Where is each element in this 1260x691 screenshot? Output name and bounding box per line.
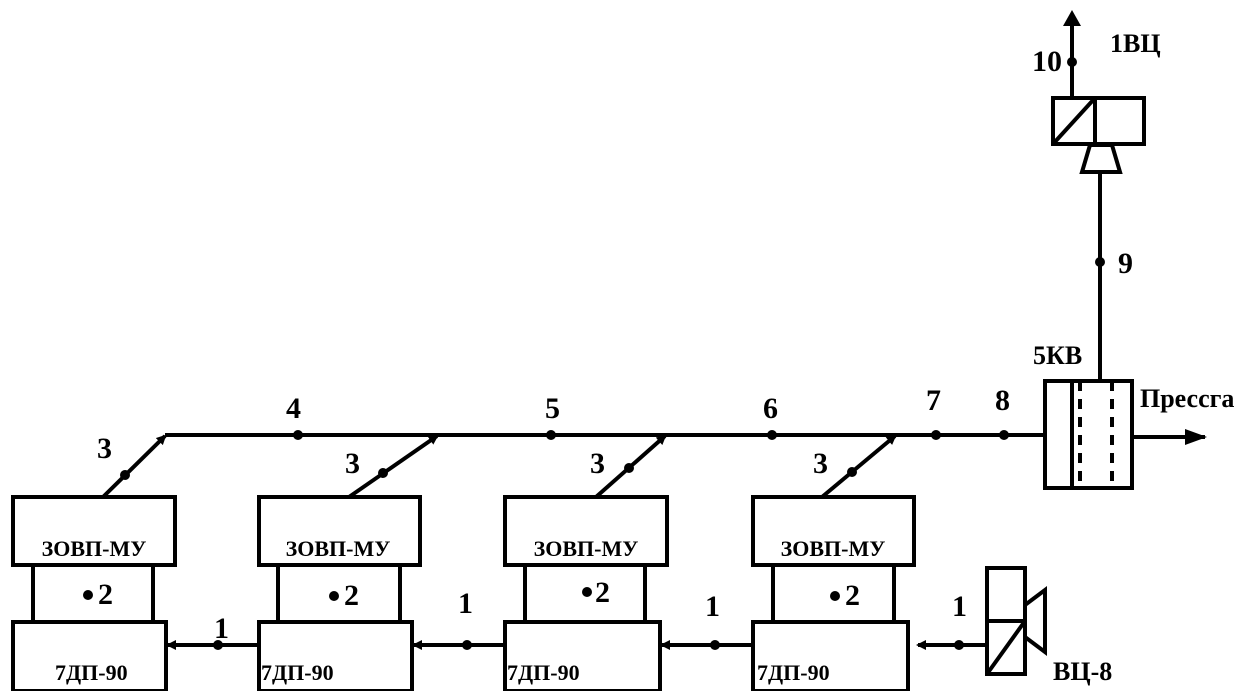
unit-3-mid-label: 2 bbox=[595, 576, 610, 609]
unit-3-input-label: 1 bbox=[705, 590, 720, 623]
collector-label-5: 5 bbox=[545, 392, 560, 425]
unit-4-outlet-point bbox=[847, 467, 857, 477]
collector-label-8: 8 bbox=[995, 384, 1010, 417]
unit-1 bbox=[11, 434, 177, 691]
collector-label-7: 7 bbox=[926, 384, 941, 417]
unit-2-input-label: 1 bbox=[458, 587, 473, 620]
collector-point-6 bbox=[767, 430, 777, 440]
unit-2-mid-label: 2 bbox=[344, 579, 359, 612]
unit-4-bottom-box bbox=[751, 620, 910, 691]
unit-4-outlet-label: 3 bbox=[813, 447, 828, 480]
unit-2-mid-point bbox=[329, 591, 339, 601]
unit-1-input-label: 1 bbox=[214, 612, 229, 645]
unit-1-bottom-label: 7ДП-90 bbox=[55, 660, 128, 685]
unit-4-outlet-arrow bbox=[820, 434, 897, 499]
cyclone-top-outlet-arrow bbox=[1063, 10, 1081, 26]
unit-4-mid-label: 2 bbox=[845, 579, 860, 612]
unit-2-outlet-point bbox=[378, 468, 388, 478]
outlet-point-10 bbox=[1067, 57, 1077, 67]
unit-2-outlet-label: 3 bbox=[345, 447, 360, 480]
unit-3 bbox=[503, 434, 669, 691]
cyclone-vc8 bbox=[985, 566, 1047, 676]
unit-3-top-label: ЗОВП-МУ bbox=[534, 536, 639, 561]
unit-3-input-point bbox=[710, 640, 720, 650]
cyclone-1vc bbox=[1051, 96, 1146, 174]
outlet-label: 10 bbox=[1032, 45, 1062, 78]
unit-3-bottom-box bbox=[503, 620, 662, 691]
collector-point-5 bbox=[546, 430, 556, 440]
collector-point-4 bbox=[293, 430, 303, 440]
vc8-input-label: 1 bbox=[952, 590, 967, 623]
collector-label-6: 6 bbox=[763, 392, 778, 425]
press-output-label: Прессга bbox=[1140, 384, 1234, 413]
cyclone-bottom-fan-icon bbox=[1023, 586, 1047, 656]
unit-4 bbox=[751, 434, 916, 691]
unit-3-bottom-label: 7ДП-90 bbox=[507, 660, 580, 685]
unit-3-outlet-label: 3 bbox=[590, 447, 605, 480]
unit-3-top-box bbox=[503, 495, 669, 567]
unit-4-bottom-label: 7ДП-90 bbox=[757, 660, 830, 685]
unit-1-mid-point bbox=[83, 590, 93, 600]
unit-1-outlet-arrow bbox=[101, 434, 167, 499]
collector-point-7 bbox=[931, 430, 941, 440]
unit-3-outlet-point bbox=[624, 463, 634, 473]
cyclone-top-label: 1ВЦ bbox=[1110, 29, 1161, 58]
collector-point-8 bbox=[999, 430, 1009, 440]
separator-label: 5КВ bbox=[1033, 341, 1082, 370]
riser-point-9 bbox=[1095, 257, 1105, 267]
unit-2-bottom-box bbox=[257, 620, 414, 691]
cyclone-top-fan-icon bbox=[1079, 143, 1123, 174]
separator-5kv bbox=[1043, 379, 1134, 490]
unit-1-mid-box bbox=[31, 563, 155, 624]
unit-3-mid-point bbox=[582, 587, 592, 597]
unit-2-mid-box bbox=[276, 563, 402, 624]
collector-label-4: 4 bbox=[286, 392, 301, 425]
unit-1-bottom-box bbox=[11, 620, 168, 691]
unit-2-bottom-label: 7ДП-90 bbox=[261, 660, 334, 685]
unit-2 bbox=[257, 434, 439, 691]
unit-2-input-point bbox=[462, 640, 472, 650]
unit-2-top-label: ЗОВП-МУ bbox=[286, 536, 391, 561]
unit-1-top-label: ЗОВП-МУ bbox=[42, 536, 147, 561]
unit-1-outlet-label: 3 bbox=[97, 432, 112, 465]
unit-4-top-label: ЗОВП-МУ bbox=[781, 536, 886, 561]
riser-label: 9 bbox=[1118, 247, 1133, 280]
unit-2-outlet-arrow bbox=[347, 434, 439, 499]
unit-4-mid-point bbox=[830, 591, 840, 601]
unit-2-top-box bbox=[257, 495, 422, 567]
unit-1-mid-label: 2 bbox=[98, 578, 113, 611]
vc8-input-point bbox=[954, 640, 964, 650]
unit-1-input-point bbox=[213, 640, 223, 650]
unit-1-outlet-point bbox=[120, 470, 130, 480]
cyclone-bottom-label: ВЦ-8 bbox=[1053, 657, 1112, 686]
